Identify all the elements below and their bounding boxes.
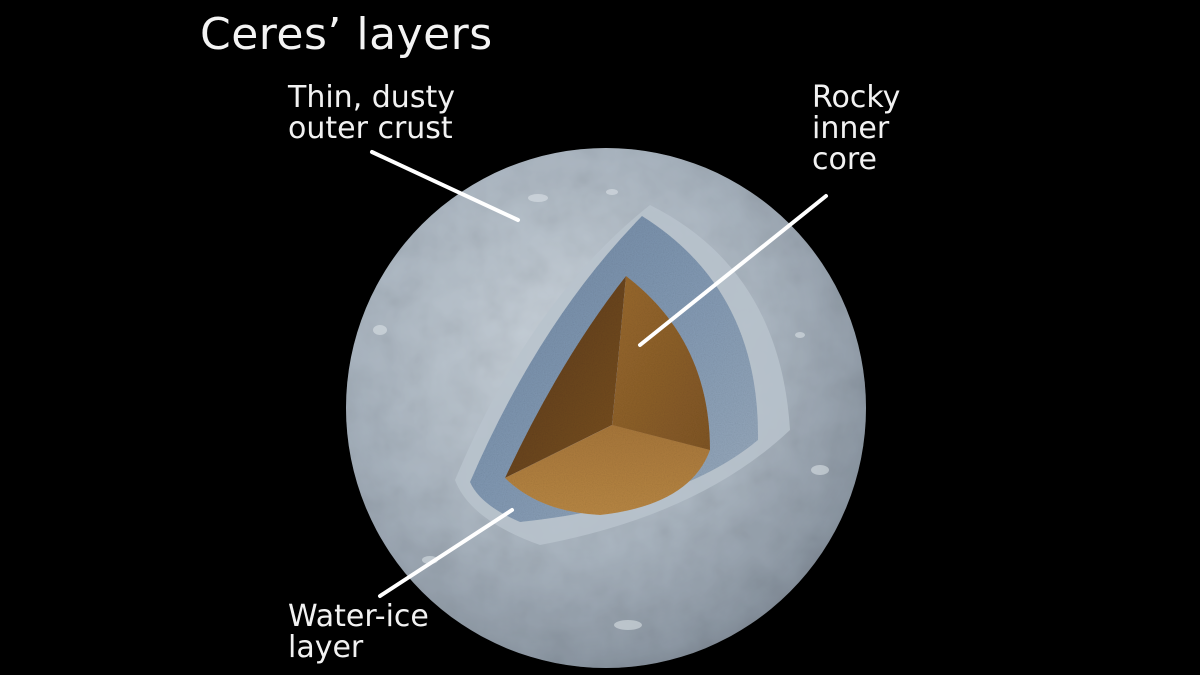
crust-pointer-line — [370, 150, 520, 222]
core-pointer-line — [638, 194, 828, 347]
crust-label-line: Thin, dusty — [288, 80, 455, 115]
ice-pointer-line — [378, 508, 514, 598]
crust-label-line: outer crust — [288, 111, 453, 146]
crust-label: Thin, dusty outer crust — [288, 82, 455, 144]
ice-label-line: layer — [288, 630, 364, 665]
core-label: Rocky inner core — [812, 82, 900, 175]
diagram-title: Ceres’ layers — [200, 9, 493, 60]
core-label-line: core — [812, 142, 877, 177]
surface-craters — [373, 189, 829, 630]
rocky-core — [505, 276, 710, 515]
core-label-line: inner — [812, 111, 890, 146]
core-label-line: Rocky — [812, 80, 901, 115]
core-face-left — [505, 276, 626, 478]
core-face-right — [612, 276, 710, 470]
ice-label-line: Water-ice — [288, 599, 429, 634]
core-face-bottom — [505, 425, 710, 515]
ice-label: Water-ice layer — [288, 601, 429, 663]
